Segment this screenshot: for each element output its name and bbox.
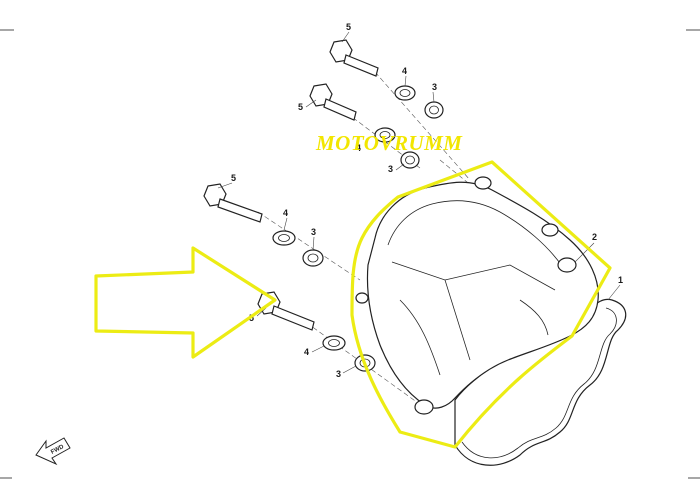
callout-2: 2 xyxy=(592,232,597,242)
callout-1: 1 xyxy=(618,275,623,285)
bolt-set-3 xyxy=(203,183,324,267)
watermark-text: MOTOVRUMM xyxy=(315,131,463,155)
fwd-arrow-icon: FWD xyxy=(35,437,71,466)
bolt-set-2 xyxy=(309,83,420,169)
callout-3: 3 xyxy=(311,227,316,237)
leader-lines xyxy=(217,31,621,374)
crop-marks xyxy=(0,29,700,479)
callout-4: 4 xyxy=(283,208,288,218)
callout-5: 5 xyxy=(298,102,303,112)
callout-3: 3 xyxy=(336,369,341,379)
bolt-set-4 xyxy=(257,291,376,372)
callout-4: 4 xyxy=(304,347,309,357)
callout-3: 3 xyxy=(432,82,437,92)
callout-5: 5 xyxy=(346,22,351,32)
highlight-outline xyxy=(350,160,612,449)
bolt-set-1 xyxy=(329,39,444,119)
valve-cover xyxy=(355,176,599,415)
highlight-arrow xyxy=(94,246,277,359)
callout-5: 5 xyxy=(231,173,236,183)
callout-4: 4 xyxy=(356,143,361,153)
callout-4: 4 xyxy=(402,66,407,76)
callout-3: 3 xyxy=(388,164,393,174)
